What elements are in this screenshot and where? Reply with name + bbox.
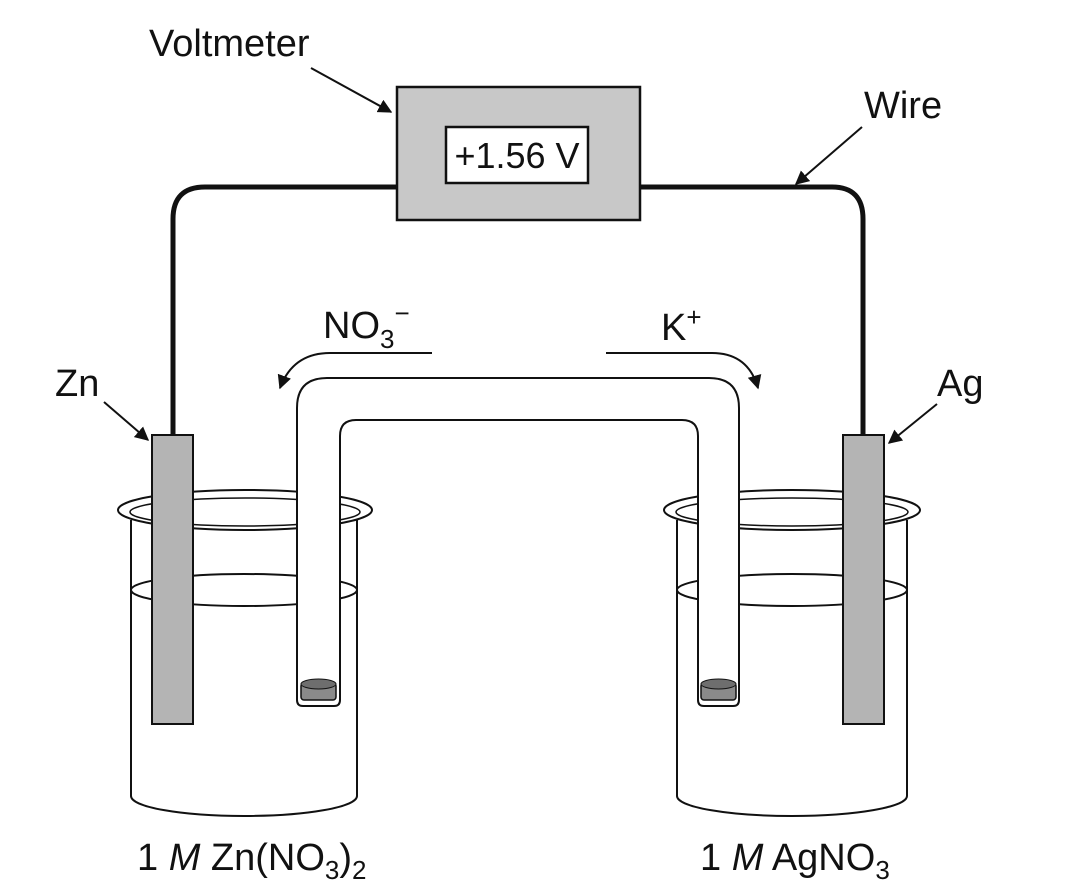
left-solution-molar: M <box>169 837 201 879</box>
voltmeter-pointer-arrow <box>310 67 393 113</box>
wire-pointer-arrow <box>794 126 863 185</box>
salt-bridge-body <box>296 377 740 707</box>
left-solution-sub2: 2 <box>352 855 366 885</box>
right-beaker-walls <box>676 520 908 817</box>
wire-left <box>170 184 398 435</box>
right-beaker-rim-inner <box>675 497 909 527</box>
zn-label: Zn <box>55 363 99 405</box>
left-bridge-plug-top <box>300 678 337 690</box>
left-beaker <box>117 489 373 817</box>
right-beaker <box>663 489 921 817</box>
left-solution-close: ) <box>339 837 352 879</box>
ag-pointer-arrow <box>887 403 938 444</box>
left-solution-label: 1 M Zn(NO3)2 <box>137 837 367 885</box>
ag-electrode <box>842 434 885 725</box>
left-solution-mid: Zn(NO <box>200 837 325 879</box>
cation-charge: + <box>686 302 701 332</box>
ag-label: Ag <box>937 363 983 405</box>
left-beaker-rim-outer <box>117 489 373 531</box>
right-bridge-plug-top <box>700 678 737 690</box>
wire-right <box>640 184 866 435</box>
right-solution-mid: AgNO <box>763 837 875 879</box>
left-solution-sub1: 3 <box>325 855 339 885</box>
left-beaker-rim-inner <box>129 497 361 527</box>
cation-label: K+ <box>661 302 702 349</box>
wire-label: Wire <box>864 85 942 127</box>
voltmeter-label: Voltmeter <box>149 23 310 65</box>
salt-bridge <box>296 377 740 707</box>
left-solution-surface <box>130 573 358 607</box>
right-solution-sub1: 3 <box>875 855 889 885</box>
right-solution-label: 1 M AgNO3 <box>700 837 890 885</box>
anion-label: NO3− <box>323 298 410 354</box>
voltmeter-reading: +1.56 V <box>454 135 579 176</box>
zn-electrode <box>151 434 194 725</box>
anion-subscript: 3 <box>380 324 394 354</box>
right-beaker-rim-outer <box>663 489 921 531</box>
right-solution-surface <box>676 573 908 607</box>
right-solution-pre: 1 <box>700 837 732 879</box>
zn-pointer-arrow <box>103 401 150 441</box>
left-solution-pre: 1 <box>137 837 169 879</box>
cation-base: K <box>661 307 686 349</box>
anion-flow-arrow <box>277 352 432 390</box>
anion-base: NO <box>323 305 380 347</box>
left-beaker-walls <box>130 520 358 817</box>
anion-charge: − <box>394 298 409 328</box>
cation-flow-arrow <box>606 352 762 390</box>
voltmeter-display <box>444 125 590 185</box>
voltmeter: +1.56 V <box>395 85 642 222</box>
right-solution-molar: M <box>732 837 764 879</box>
